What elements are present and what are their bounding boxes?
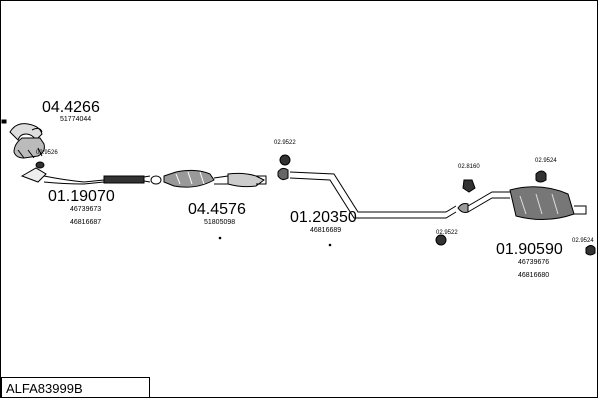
rear-silencer-number: 01.90590 — [496, 241, 563, 258]
hanger-right-number: 02.9524 — [572, 238, 594, 244]
hanger-right-shape — [585, 245, 596, 256]
gasket-front-shape — [35, 161, 45, 169]
mid-pipe-number: 01.20350 — [290, 209, 357, 226]
manifold-part — [9, 123, 45, 159]
front-pipe-part — [20, 167, 162, 185]
catalyst-part — [163, 169, 267, 188]
gasket-front-number: 02.9526 — [36, 150, 58, 156]
mount-rubber-number: 02.8160 — [458, 164, 480, 170]
rear-silencer-part — [457, 186, 587, 220]
gasket-rear-shape — [435, 234, 447, 246]
manifold-marker — [1, 119, 7, 124]
front-pipe-number: 01.19070 — [48, 188, 115, 205]
manifold-ref-1: 51774044 — [60, 116, 92, 123]
manifold-number: 04.4266 — [42, 99, 100, 116]
mid-pipe-part — [277, 167, 457, 219]
catalyst-number: 04.4576 — [188, 201, 246, 218]
gasket-mid-number: 02.9522 — [274, 140, 296, 146]
hanger-top-shape — [535, 170, 547, 183]
gasket-rear-number: 02.9522 — [436, 230, 458, 236]
diagram-title: ALFA83999B — [6, 381, 83, 396]
rear-silencer-ref-1: 46739676 — [518, 259, 550, 266]
catalyst-ref-1: 51805098 — [204, 219, 236, 226]
hanger-top-number: 02.9524 — [535, 158, 557, 164]
gasket-mid-shape — [279, 154, 291, 166]
title-box: ALFA83999B — [1, 377, 150, 398]
rear-silencer-ref-2: 46816680 — [518, 272, 550, 279]
mount-rubber-shape — [462, 179, 476, 193]
front-pipe-ref-2: 46816687 — [70, 219, 102, 226]
mid-pipe-ref-1: 46816689 — [310, 227, 342, 234]
front-pipe-ref-1: 46739673 — [70, 206, 102, 213]
